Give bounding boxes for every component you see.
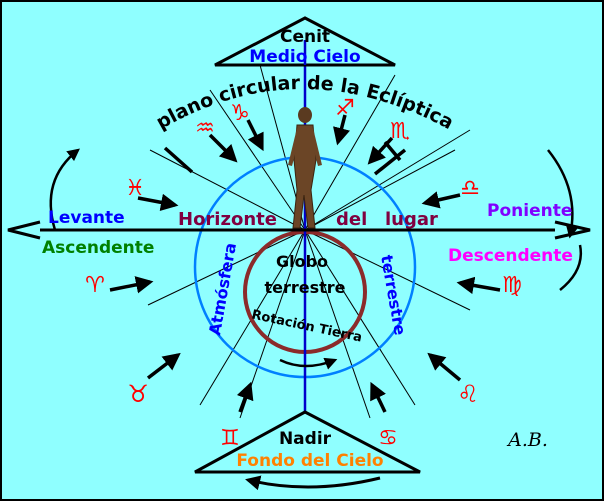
right-curve-arrow (547, 149, 579, 239)
virgo-icon: ♍ (502, 273, 522, 298)
poniente-label: Poniente (487, 201, 572, 221)
nadir-triangle (194, 410, 421, 474)
aquarius-icon: ♒ (195, 116, 215, 141)
horizonte-label: Horizonte (178, 209, 277, 230)
horizon-left-arrow (7, 220, 41, 240)
pisces-icon: ♓ (125, 176, 145, 201)
nadir-label: Nadir (279, 429, 332, 449)
cenit-label: Cenit (280, 27, 330, 47)
lugar-label: lugar (385, 209, 438, 230)
author-signature: A.B. (506, 429, 548, 451)
medio-cielo-label: Medio Cielo (249, 47, 360, 67)
bottom-curve-arrow (245, 475, 381, 491)
gemini-icon: ♊ (220, 426, 240, 451)
ascendente-label: Ascendente (42, 238, 154, 258)
globe-rotation-arrow (279, 357, 338, 370)
left-top-curve-arrow (49, 148, 80, 231)
zodiac-signs: ♑ ♐ ♒ ♏ ♓ ♎ ♈ ♍ ♉ ♌ ♊ ♋ (85, 96, 522, 451)
right-lower-curve (559, 244, 583, 291)
fondo-cielo-label: Fondo del Cielo (236, 451, 383, 471)
atmosfera-label: Atmósfera (205, 241, 240, 337)
sagittarius-icon: ♐ (335, 96, 355, 121)
leo-icon: ♌ (457, 380, 479, 408)
levante-label: Levante (48, 208, 125, 228)
libra-icon: ♎ (460, 176, 480, 201)
taurus-icon: ♉ (127, 380, 149, 408)
zodiac-arrows (109, 114, 501, 413)
terrestre-atmosphere-label: terrestre (377, 253, 410, 336)
aries-icon: ♈ (85, 273, 105, 298)
scorpio-icon: ♏ (390, 119, 410, 144)
human-figure-icon (288, 107, 322, 229)
descendente-label: Descendente (448, 246, 573, 266)
cancer-icon: ♋ (378, 426, 398, 451)
terrestre-globe-label: terrestre (264, 278, 345, 297)
del-label: del (336, 209, 367, 230)
globo-label: Globo (276, 252, 328, 271)
capricorn-icon: ♑ (230, 101, 250, 126)
